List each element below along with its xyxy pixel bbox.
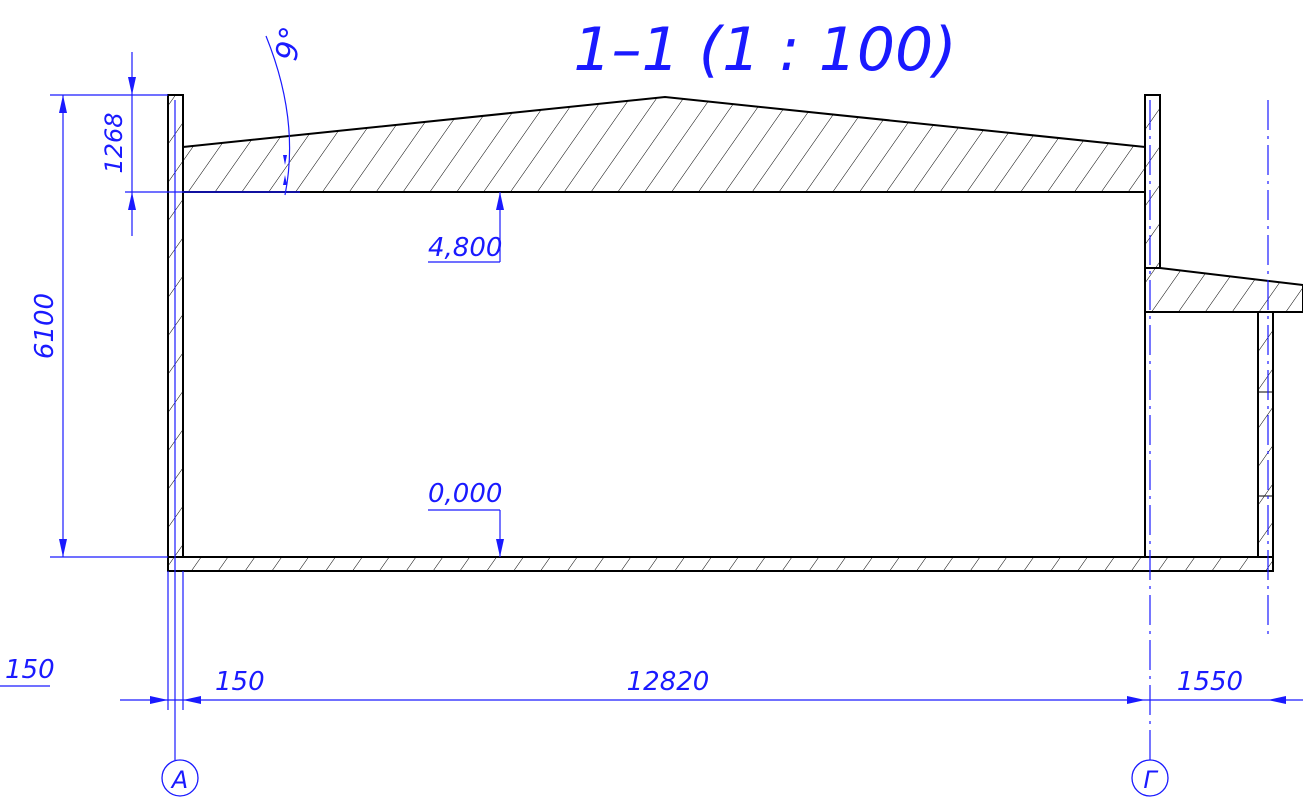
level-ceiling: 4,800 — [428, 233, 502, 263]
annex-wall — [1257, 311, 1274, 558]
right-wall — [1144, 94, 1161, 557]
dim-height-total: 6100 — [30, 293, 60, 359]
dim-wall-left-edge: 150 — [5, 655, 55, 685]
axis-label-a: А — [170, 766, 188, 794]
dim-span-main: 12820 — [627, 667, 710, 697]
roof-angle-label: 9° — [269, 24, 309, 64]
section-title: 1–1 (1 : 100) — [573, 15, 956, 85]
dim-span-right: 1550 — [1177, 667, 1243, 697]
dim-wall-left: 150 — [215, 667, 265, 697]
axis-marker-g — [1131, 759, 1169, 797]
dim-height-roof: 1268 — [100, 112, 128, 173]
axis-label-g: Г — [1143, 766, 1158, 794]
roof-slab — [182, 95, 1146, 193]
annex-roof — [1144, 267, 1303, 313]
level-floor: 0,000 — [428, 479, 502, 509]
axis-marker-a — [161, 759, 199, 797]
floor-slab — [167, 556, 1274, 572]
